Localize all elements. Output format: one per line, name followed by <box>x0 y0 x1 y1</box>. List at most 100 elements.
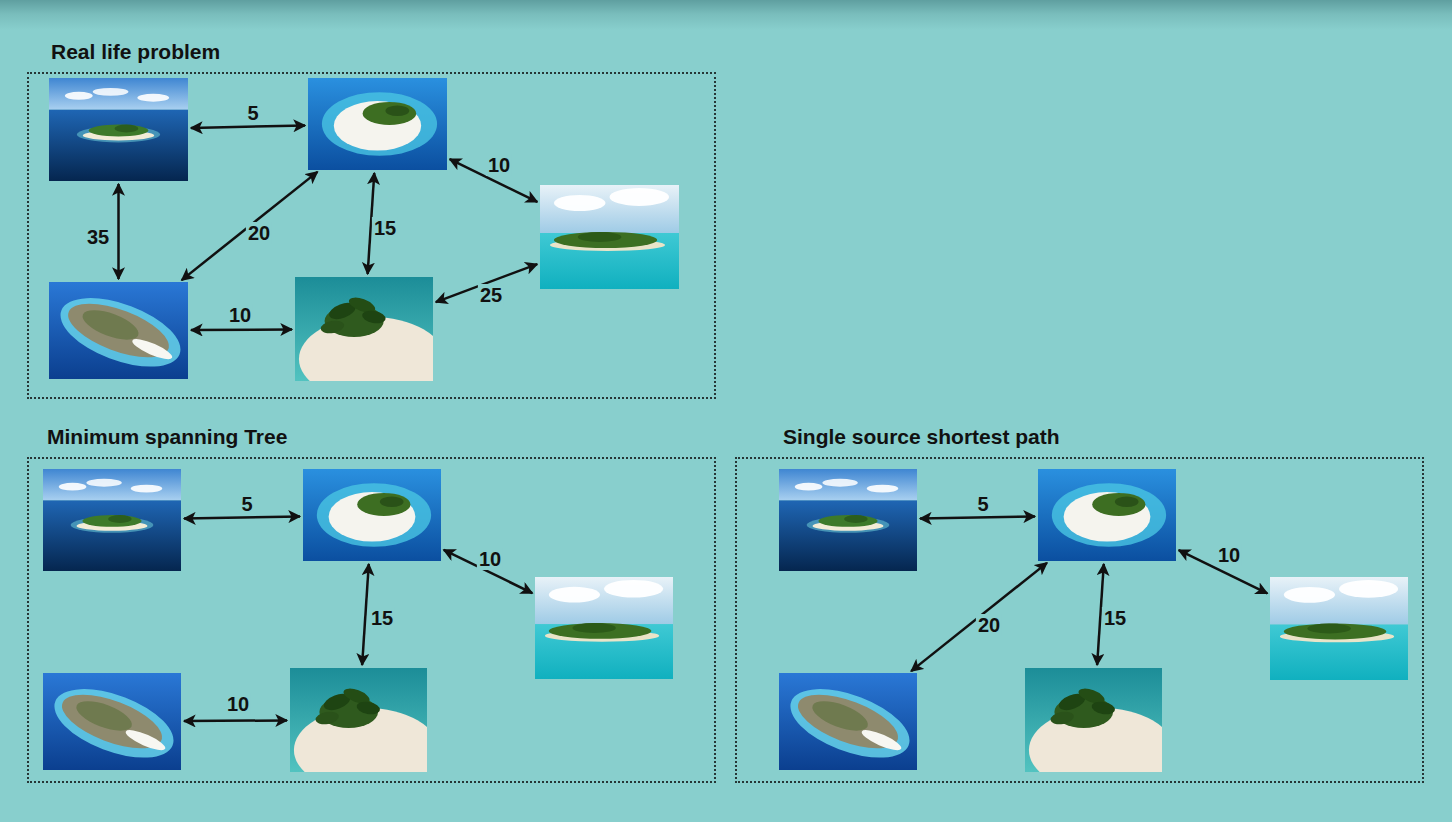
double-arrow <box>920 516 1035 518</box>
palm-leaves <box>1050 710 1075 726</box>
edge-weight: 5 <box>239 493 254 515</box>
island-picture <box>779 469 917 571</box>
hill <box>791 684 906 760</box>
palm-leaves <box>320 319 345 335</box>
sky <box>535 577 673 624</box>
edge-weight: 10 <box>477 548 503 570</box>
cloud <box>610 188 670 206</box>
island-drawing <box>49 282 188 379</box>
palm-leaves <box>361 309 386 325</box>
forest <box>844 515 868 523</box>
double-arrow <box>911 563 1047 671</box>
cloud <box>59 483 87 491</box>
double-arrow <box>117 184 120 279</box>
island-picture <box>43 673 181 770</box>
double-arrow <box>184 719 287 722</box>
shallow-water <box>317 483 431 547</box>
panel-title: Single source shortest path <box>783 425 1060 449</box>
cloud <box>604 580 663 598</box>
island-drawing <box>49 78 188 181</box>
beach <box>329 492 416 542</box>
cloud <box>795 483 823 491</box>
hill <box>78 304 142 346</box>
forest <box>89 125 149 137</box>
sea <box>1270 625 1408 680</box>
forest <box>82 515 141 527</box>
island-picture <box>290 668 427 772</box>
sky <box>779 469 917 500</box>
cloud <box>1339 580 1398 598</box>
sky <box>1270 577 1408 625</box>
sky <box>540 185 679 233</box>
edge-weight: 35 <box>85 226 111 248</box>
forest <box>554 232 657 248</box>
forest <box>363 102 417 125</box>
edge-weight: 5 <box>975 493 990 515</box>
beach <box>130 335 175 362</box>
beach <box>123 726 167 753</box>
island-drawing <box>43 469 181 571</box>
shallow-water <box>322 92 437 156</box>
shallow-water <box>1052 483 1166 547</box>
edge-weight: 10 <box>1216 544 1242 566</box>
island-picture <box>49 78 188 181</box>
island-picture <box>1270 577 1408 680</box>
island-drawing <box>1038 469 1176 561</box>
edge-weight: 20 <box>246 222 272 244</box>
sea <box>1038 469 1176 561</box>
palm-leaves <box>356 700 381 716</box>
cloud <box>86 479 121 487</box>
sea <box>779 500 917 571</box>
double-arrow <box>191 328 292 331</box>
forest <box>108 515 132 523</box>
sea <box>43 500 181 571</box>
island-picture <box>49 282 188 379</box>
island-picture <box>43 469 181 571</box>
sea <box>49 110 188 181</box>
forest <box>818 515 877 527</box>
island-picture <box>779 673 917 770</box>
double-arrow <box>184 516 300 518</box>
island-drawing <box>1270 577 1408 680</box>
edge-weight: 10 <box>227 304 253 326</box>
panel-title: Real life problem <box>51 40 220 64</box>
island-picture <box>295 277 433 381</box>
beach <box>859 726 903 753</box>
cloud <box>554 195 606 211</box>
island-drawing <box>779 673 917 770</box>
hill <box>72 695 136 737</box>
cloud <box>1284 587 1335 603</box>
forest <box>549 623 652 639</box>
sea <box>535 624 673 679</box>
beach <box>1064 492 1151 542</box>
sea <box>303 469 441 561</box>
island-drawing <box>540 185 679 289</box>
cloud <box>549 587 600 603</box>
hill <box>808 695 872 737</box>
palm-leaves <box>315 710 340 726</box>
island-drawing <box>303 469 441 561</box>
forest <box>115 125 139 133</box>
forest <box>578 232 622 242</box>
edge-weight: 15 <box>372 217 398 239</box>
forest <box>357 493 410 516</box>
island-picture <box>1038 469 1176 561</box>
forest <box>380 496 404 507</box>
hill <box>55 684 170 760</box>
island-picture <box>308 78 447 170</box>
island-drawing <box>1025 668 1162 772</box>
island-drawing <box>308 78 447 170</box>
island-drawing <box>779 469 917 571</box>
edge-weight: 15 <box>369 607 395 629</box>
cloud <box>65 92 93 100</box>
island-picture <box>540 185 679 289</box>
cloud <box>867 485 899 493</box>
edge-weight: 20 <box>976 614 1002 636</box>
forest <box>1307 624 1350 634</box>
island-drawing <box>535 577 673 679</box>
edge-weight: 15 <box>1102 607 1128 629</box>
island-drawing <box>290 668 427 772</box>
